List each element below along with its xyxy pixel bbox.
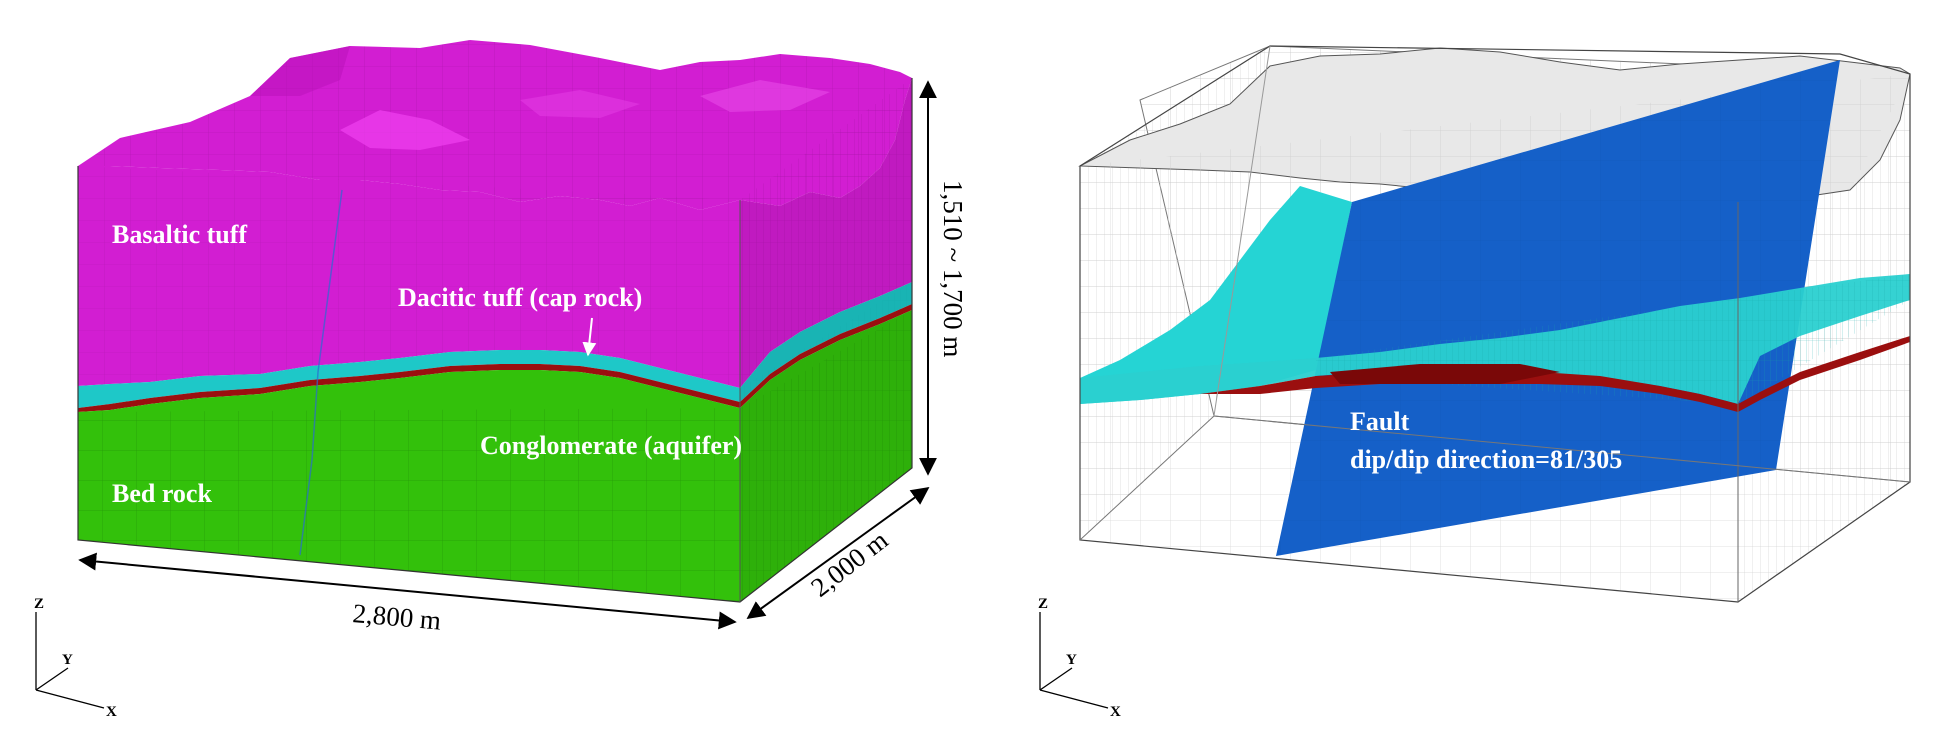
label-bed-rock: Bed rock (112, 479, 212, 508)
label-dacitic-tuff: Dacitic tuff (cap rock) (398, 283, 642, 312)
right-axis-z: Z (1038, 596, 1048, 612)
left-axis-y: Y (62, 652, 73, 668)
aquifer-layer (1200, 336, 1910, 412)
width-dimension-arrow (746, 486, 930, 620)
right-block-model (1078, 45, 1911, 603)
dacitic-tuff-front (78, 350, 740, 408)
left-axis-triad: Z Y X (34, 596, 117, 720)
left-block-model (77, 40, 913, 603)
left-axis-x: X (106, 704, 117, 720)
right-axis-x: X (1110, 704, 1121, 720)
length-dimension-label: 2,800 m (351, 598, 442, 636)
left-axis-z: Z (34, 596, 44, 612)
length-dimension-arrow (78, 552, 737, 630)
label-conglomerate: Conglomerate (aquifer) (480, 431, 742, 460)
right-axis-triad: Z Y X (1038, 596, 1121, 720)
label-basaltic-tuff: Basaltic tuff (112, 220, 247, 249)
label-fault-orientation: dip/dip direction=81/305 (1350, 445, 1622, 474)
fault-surface-light (1080, 186, 1352, 404)
right-axis-y: Y (1066, 652, 1077, 668)
label-fault: Fault (1350, 407, 1410, 436)
height-dimension-label: 1,510 ~ 1,700 m (938, 180, 968, 357)
dacitic-pointer-arrow (582, 317, 597, 357)
aquifer-thin-layer (78, 304, 912, 412)
